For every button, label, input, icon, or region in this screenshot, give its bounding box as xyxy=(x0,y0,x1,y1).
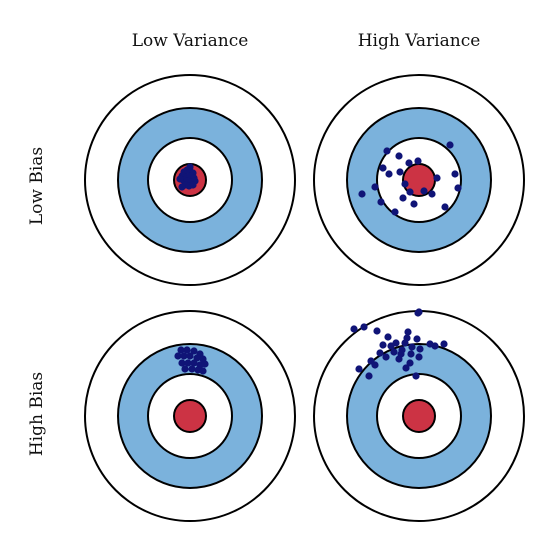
bullseye xyxy=(402,399,436,433)
shot-point xyxy=(383,147,391,155)
shot-point xyxy=(199,367,207,375)
shot-point xyxy=(431,342,439,350)
shot-point xyxy=(396,168,404,176)
shot-point xyxy=(407,350,415,358)
column-label-low-variance: Low Variance xyxy=(132,31,249,51)
shot-point xyxy=(178,183,186,191)
shot-point xyxy=(174,352,182,360)
shot-point xyxy=(395,355,403,363)
shot-point xyxy=(402,364,410,372)
shot-point xyxy=(391,208,399,216)
target-low-bias-high-variance xyxy=(313,74,525,286)
shot-point xyxy=(406,359,414,367)
shot-point xyxy=(367,357,375,365)
shot-point xyxy=(399,194,407,202)
bullseye xyxy=(173,399,207,433)
shot-point xyxy=(405,159,413,167)
shot-point xyxy=(416,345,424,353)
row-label-low-bias: Low Bias xyxy=(27,147,47,225)
shot-point xyxy=(177,346,185,354)
shot-point xyxy=(189,181,197,189)
shot-point xyxy=(420,187,428,195)
shot-point xyxy=(178,359,186,367)
shot-point xyxy=(360,323,368,331)
shot-point xyxy=(415,308,423,316)
shot-point xyxy=(379,341,387,349)
shot-point xyxy=(358,190,366,198)
shot-point xyxy=(390,348,398,356)
shot-point xyxy=(412,372,420,380)
shot-point xyxy=(403,334,411,342)
shot-point xyxy=(186,163,194,171)
shot-point xyxy=(408,343,416,351)
shot-point xyxy=(190,359,198,367)
shot-point xyxy=(401,180,409,188)
shot-point xyxy=(190,347,198,355)
shot-point xyxy=(188,365,196,373)
shot-point xyxy=(371,183,379,191)
shot-point xyxy=(406,188,414,196)
shot-point xyxy=(446,141,454,149)
shot-point xyxy=(454,184,462,192)
shot-point xyxy=(413,335,421,343)
shot-point xyxy=(355,365,363,373)
shot-point xyxy=(376,349,384,357)
shot-point xyxy=(415,353,423,361)
shot-point xyxy=(410,200,418,208)
shot-point xyxy=(451,170,459,178)
shot-point xyxy=(365,372,373,380)
shot-point xyxy=(384,333,392,341)
shot-point xyxy=(387,342,395,350)
shot-point xyxy=(181,365,189,373)
shot-point xyxy=(440,340,448,348)
shot-point xyxy=(183,346,191,354)
shot-point xyxy=(350,325,358,333)
shot-point xyxy=(186,352,194,360)
shot-point xyxy=(184,359,192,367)
target-high-bias-low-variance xyxy=(84,310,296,522)
row-label-high-bias: High Bias xyxy=(27,372,47,456)
shot-point xyxy=(395,152,403,160)
shot-point xyxy=(382,353,390,361)
shot-point xyxy=(385,170,393,178)
shot-point xyxy=(398,346,406,354)
shot-point xyxy=(180,352,188,360)
shot-point xyxy=(428,190,436,198)
shot-point xyxy=(379,164,387,172)
shot-point xyxy=(176,175,184,183)
shot-point xyxy=(414,157,422,165)
shot-point xyxy=(441,203,449,211)
target-high-bias-high-variance xyxy=(313,308,525,522)
target-low-bias-low-variance xyxy=(84,74,296,286)
shot-point xyxy=(433,174,441,182)
shot-point xyxy=(404,328,412,336)
column-label-high-variance: High Variance xyxy=(358,31,481,51)
shot-point xyxy=(377,198,385,206)
shot-point xyxy=(373,327,381,335)
shot-point xyxy=(201,360,209,368)
